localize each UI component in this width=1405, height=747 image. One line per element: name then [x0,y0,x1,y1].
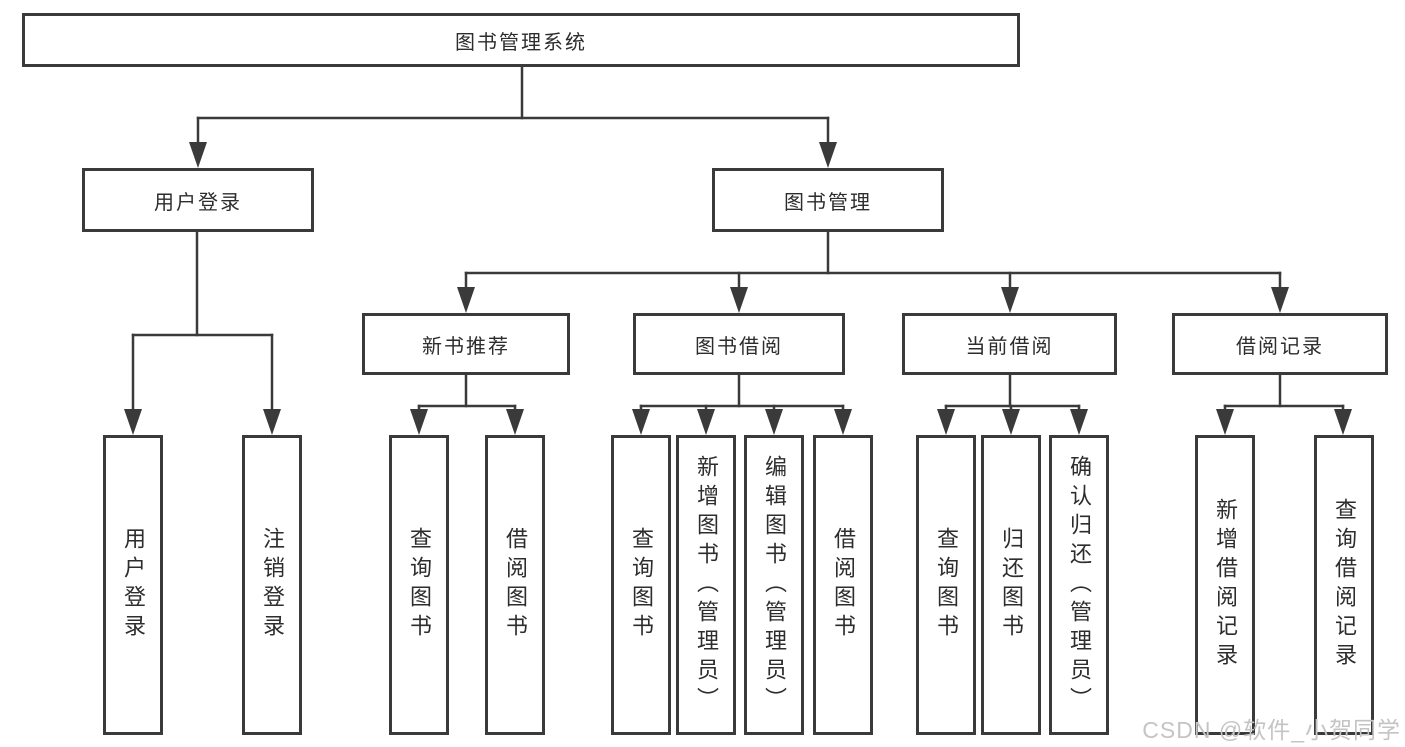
arrowhead-down-icon [506,409,524,435]
leaf-recommend-query-books: 查询图书 [389,435,449,735]
leaf-label: 查询借阅记录 [1332,498,1357,672]
node-user-login: 用户登录 [82,168,314,232]
leaf-borrow-query-books: 查询图书 [611,435,671,735]
node-label: 当前借阅 [965,335,1054,358]
node-book-management: 图书管理 [712,168,944,232]
leaf-add-borrow-record: 新增借阅记录 [1195,435,1255,735]
leaf-user-login: 用户登录 [103,435,163,735]
arrowhead-down-icon [765,409,783,435]
node-label: 图书管理系统 [455,31,587,54]
leaf-label: 用户登录 [121,527,146,643]
node-label: 用户登录 [154,191,242,214]
arrowhead-down-icon [1070,409,1088,435]
arrowhead-down-icon [697,409,715,435]
leaf-label: 归还图书 [999,527,1024,643]
leaf-borrow-books: 借阅图书 [813,435,873,735]
arrowhead-down-icon [1271,287,1289,313]
arrowhead-down-icon [263,409,281,435]
node-book-borrow: 图书借阅 [633,313,845,375]
node-label: 新书推荐 [422,335,510,358]
csdn-watermark: CSDN @软件_小贺同学 [1142,717,1401,743]
leaf-label: 查询图书 [407,527,432,643]
node-borrow-records: 借阅记录 [1172,313,1388,375]
arrowhead-down-icon [1001,287,1019,313]
leaf-label: 新增图书（管理员） [694,454,719,716]
arrowhead-down-icon [1334,409,1352,435]
arrowhead-down-icon [124,409,142,435]
arrowhead-down-icon [1216,409,1234,435]
node-label: 借阅记录 [1236,335,1324,358]
leaf-label: 查询图书 [629,527,654,643]
node-current-borrow: 当前借阅 [902,313,1117,375]
leaf-label: 查询图书 [934,527,959,643]
leaf-label: 编辑图书（管理员） [762,454,787,716]
node-label: 图书借阅 [695,335,783,358]
leaf-label: 借阅图书 [503,527,528,643]
leaf-return-books: 归还图书 [981,435,1041,735]
arrowhead-down-icon [1002,409,1020,435]
node-new-book-recommend: 新书推荐 [362,313,570,375]
leaf-label: 注销登录 [260,527,285,643]
node-label: 图书管理 [784,191,872,214]
leaf-logout: 注销登录 [242,435,302,735]
arrowhead-down-icon [834,409,852,435]
arrowhead-down-icon [189,142,207,168]
leaf-label: 确认归还（管理员） [1067,454,1092,716]
leaf-label: 新增借阅记录 [1213,498,1238,672]
node-root-library-system: 图书管理系统 [22,13,1020,67]
leaf-edit-books-admin: 编辑图书（管理员） [744,435,804,735]
arrowhead-down-icon [819,142,837,168]
leaf-recommend-borrow-books: 借阅图书 [485,435,545,735]
arrowhead-down-icon [937,409,955,435]
leaf-confirm-return-admin: 确认归还（管理员） [1049,435,1109,735]
arrowhead-down-icon [457,287,475,313]
leaf-label: 借阅图书 [831,527,856,643]
leaf-query-borrow-record: 查询借阅记录 [1314,435,1374,735]
arrowhead-down-icon [730,287,748,313]
leaf-add-books-admin: 新增图书（管理员） [676,435,736,735]
arrowhead-down-icon [632,409,650,435]
leaf-current-query-books: 查询图书 [916,435,976,735]
arrowhead-down-icon [410,409,428,435]
